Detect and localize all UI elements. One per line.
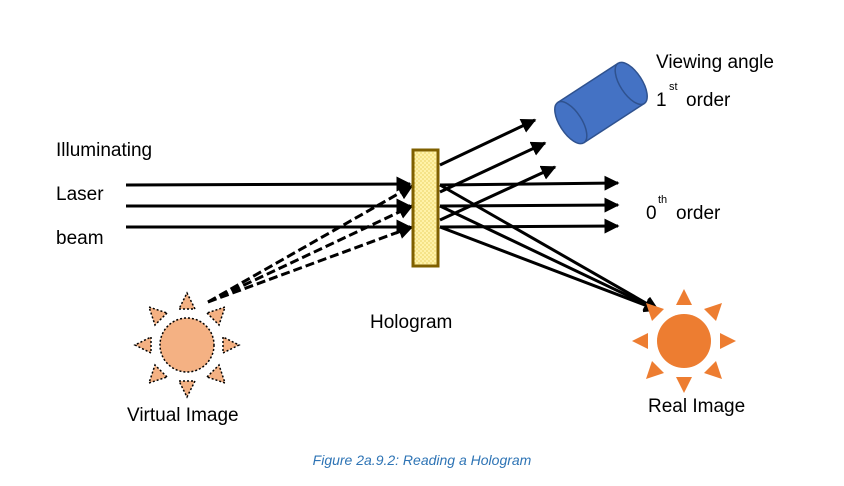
illuminating-label: Illuminating [56, 140, 152, 161]
beam-label: beam [56, 228, 104, 249]
first-order-superscript: st [669, 81, 678, 93]
zeroth-order-number: 0 [646, 203, 657, 224]
figure-caption: Figure 2a.9.2: Reading a Hologram [312, 452, 532, 468]
incoming-beam [125, 176, 412, 192]
first-order-beams [439, 118, 557, 222]
hologram-label: Hologram [370, 312, 452, 333]
real-image-beams [439, 183, 660, 313]
virtual-image-label: Virtual Image [127, 405, 239, 426]
sun-icon [133, 291, 241, 399]
virtual-rays [207, 184, 414, 304]
zeroth-order-superscript: th [658, 194, 667, 206]
sun-icon [632, 289, 736, 393]
zeroth-order-beams [439, 175, 620, 234]
hologram-plate [411, 148, 440, 268]
first-order-number: 1 [656, 90, 667, 111]
cylinder-viewer-icon [554, 61, 648, 145]
zeroth-order-word: order [676, 203, 721, 224]
laser-label: Laser [56, 184, 104, 205]
incoming-beams [125, 176, 412, 235]
first-order-word: order [686, 90, 731, 111]
real-image-label: Real Image [648, 396, 745, 417]
viewing-angle-label: Viewing angle [656, 52, 774, 73]
